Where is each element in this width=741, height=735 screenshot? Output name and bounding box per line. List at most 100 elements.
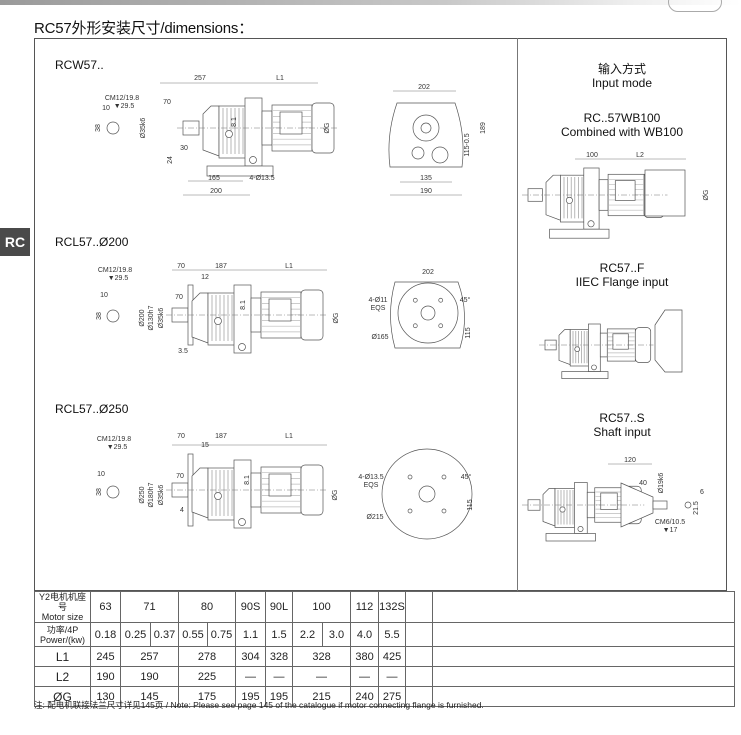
table-cell: — [291,666,352,687]
end-view-shaft [420,122,432,134]
dim: 100 [586,152,598,159]
dim: CM12/19.8 [105,95,139,102]
bolt-hole [441,508,447,514]
mounting-foot [206,165,274,177]
dim: Ø215 [366,514,383,521]
gearbox-body [218,105,250,159]
dim: L1 [285,263,293,270]
flange-code: RC57..F [599,261,645,275]
dim: 3.5 [178,348,188,355]
gearmotor-side-view [171,284,324,354]
dim: L2 [636,152,644,159]
dim: ▼29.5 [108,275,129,282]
dim: ØG [333,313,340,324]
table-cell: 112 [350,591,380,623]
terminal-box [600,492,618,510]
shaft-section [106,485,120,499]
bolt-hole [438,297,444,303]
empty-cell [405,591,434,623]
dim: ØG [324,123,331,134]
dim: Ø130h7 [148,305,155,330]
dim: 21.5 [693,501,700,515]
flange-hub [418,485,436,503]
dim: 4-Ø11 [369,297,388,304]
iec-flange-adapter [654,309,683,373]
wb-code: RC..57WB100 [583,111,661,125]
dim: Ø35k6 [140,118,147,139]
dim: 15 [201,442,209,449]
bolt-hole [438,323,444,329]
wb-desc: Combined with WB100 [560,125,684,139]
table-cell: 3.0 [321,622,352,647]
input-mode-title-cn: 输入方式 [597,62,646,76]
dim: 70 [175,294,183,301]
empty-cell [405,622,434,647]
view-label-rcl200: RCL57..Ø200 [55,235,129,249]
dim: 70 [177,433,185,440]
view-label-rcl250: RCL57..Ø250 [55,402,129,416]
table-cell: — [350,666,380,687]
gearbox-body [569,329,592,367]
input-mode-title-en: Input mode [591,76,653,90]
bolt-hole [412,323,418,329]
bolt-hole [407,508,413,514]
row-label-line: L2 [55,669,70,684]
input-mode-heading: 输入方式 Input mode [522,62,722,90]
plug-circle [577,526,584,532]
dim: 4-Ø13.5 [249,175,274,182]
dim: 187 [215,263,227,270]
dim: 187 [215,433,227,440]
table-cell: 2.2 [292,622,323,647]
table-cell: — [265,666,293,687]
row-label: L1 [34,646,91,667]
dim: 70 [177,263,185,270]
table-cell: 90L [265,591,293,623]
dim: 40 [639,480,647,487]
shaft-desc: Shaft input [593,425,651,439]
dim: 115 [467,499,474,510]
table-cell: 225 [178,666,236,687]
table-cell: 215 [291,686,352,707]
dim: 202 [422,269,434,276]
row-label-line: Power/(kw) [39,634,85,645]
terminal-box [268,298,292,322]
shaft-section [106,309,120,323]
dim: Ø35k6 [158,485,165,506]
table-cell: 0.25 [120,622,151,647]
table-cell: 1.1 [235,622,266,647]
bolt-hole [407,474,413,480]
section-tab-rc[interactable]: RC [0,228,30,256]
dim: 10 [100,292,108,299]
dim: 189 [480,122,487,134]
plug-circle [238,518,246,526]
plug-circle [249,156,257,164]
drawing-frame [34,38,727,591]
mounting-foot [549,228,610,239]
row-label-line: Motor size [41,612,84,622]
dim: 24 [167,156,174,164]
dim: 70 [176,473,184,480]
plug-circle [214,317,222,325]
table-cell: 4.0 [350,622,380,647]
dim: 200 [210,188,222,195]
dim: 10 [97,471,105,478]
dim: 190 [420,188,432,195]
dim: ▼29.5 [107,444,128,451]
dim: EQS [371,305,386,312]
plug-circle [587,220,595,228]
gearmotor-side-view [182,97,335,177]
empty-cell [405,646,434,667]
shaft-section [106,121,120,135]
table-cell: 132S [378,591,407,623]
dim: Ø180h7 [148,482,155,507]
plug-circle [565,196,573,204]
row-label-line: Y2电机机座号 [38,592,86,612]
table-cell: 240 [350,686,380,707]
row-label: L2 [34,666,91,687]
terminal-box [279,111,303,135]
plug-circle [238,343,246,351]
